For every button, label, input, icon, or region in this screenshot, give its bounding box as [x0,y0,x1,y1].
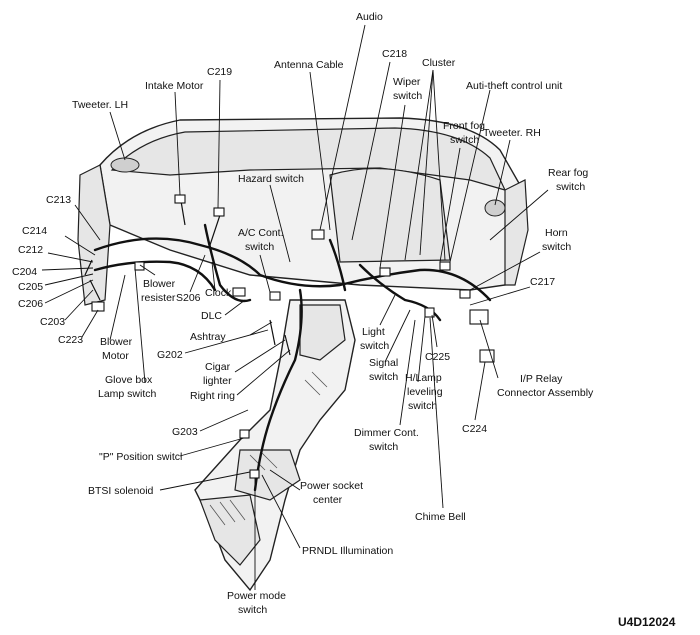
label-hlamp-1: H/Lamp [405,372,442,384]
label-hlamp-2: leveling [407,386,443,398]
label-antenna-cable: Antenna Cable [274,59,344,71]
label-front-fog-1: Front fog [443,120,485,132]
label-right-ring: Right ring [190,390,235,402]
label-c203: C203 [40,316,65,328]
label-rear-fog-2: switch [556,181,585,193]
label-c223: C223 [58,334,83,346]
label-g203: G203 [172,426,198,438]
label-c213: C213 [46,194,71,206]
label-anti-theft: Auti-theft control unit [466,80,562,92]
label-c217: C217 [530,276,555,288]
label-light-switch-2: switch [360,340,389,352]
label-c225: C225 [425,351,450,363]
label-dimmer-2: switch [369,441,398,453]
label-signal-switch-1: Signal [369,357,398,369]
label-horn-switch-2: switch [542,241,571,253]
label-ip-relay-1: I/P Relay [520,373,563,385]
label-blower-motor-2: Motor [102,350,129,362]
label-c218: C218 [382,48,407,60]
component-labels: Audio C218 Cluster Antenna Cable C219 In… [12,11,594,616]
label-rear-fog-1: Rear fog [548,167,588,179]
label-p-position: "P" Position switcl [99,451,182,463]
label-horn-switch-1: Horn [545,227,568,239]
label-power-mode-2: switch [238,604,267,616]
label-btsi: BTSI solenoid [88,485,154,497]
label-glove-box-2: Lamp switch [98,388,157,400]
label-g202: G202 [157,349,183,361]
label-blower-motor-1: Blower [100,336,133,348]
label-ac-cont-1: A/C Cont. [238,227,284,239]
label-c212: C212 [18,244,43,256]
label-dimmer-1: Dimmer Cont. [354,427,419,439]
label-prndl: PRNDL Illumination [302,545,393,557]
label-power-socket-1: Power socket [300,480,363,492]
label-c224: C224 [462,423,487,435]
label-power-socket-2: center [313,494,343,506]
label-wiper-switch-2: switch [393,90,422,102]
label-dlc: DLC [201,310,222,322]
label-blower-resister-2: resister [141,292,176,304]
label-hlamp-3: switch [408,400,437,412]
label-audio: Audio [356,11,383,23]
label-clock: Clock [205,287,232,299]
figure-reference: U4D12024 [618,615,676,629]
label-cigar-lighter-1: Cigar [205,361,231,373]
label-power-mode-1: Power mode [227,590,286,602]
label-ip-relay-2: Connector Assembly [497,387,594,399]
label-c206: C206 [18,298,43,310]
label-front-fog-2: switch [450,134,479,146]
label-blower-resister-1: Blower [143,278,176,290]
label-s206: S206 [176,292,201,304]
label-hazard-switch: Hazard switch [238,173,304,185]
label-c214: C214 [22,225,47,237]
label-chime-bell: Chime Bell [415,511,466,523]
label-light-switch-1: Light [362,326,385,338]
label-intake-motor: Intake Motor [145,80,204,92]
label-glove-box-1: Glove box [105,374,153,386]
label-tweeter-lh: Tweeter. LH [72,99,128,111]
label-wiper-switch-1: Wiper [393,76,421,88]
wiring-harness [84,194,495,492]
leader-lines [41,24,549,590]
label-cluster: Cluster [422,57,456,69]
label-c205: C205 [18,281,43,293]
label-signal-switch-2: switch [369,371,398,383]
label-c204: C204 [12,266,37,278]
label-ashtray: Ashtray [190,331,226,343]
label-tweeter-rh: Tweeter. RH [483,127,541,139]
label-cigar-lighter-2: lighter [203,375,232,387]
label-c219: C219 [207,66,232,78]
label-ac-cont-2: switch [245,241,274,253]
